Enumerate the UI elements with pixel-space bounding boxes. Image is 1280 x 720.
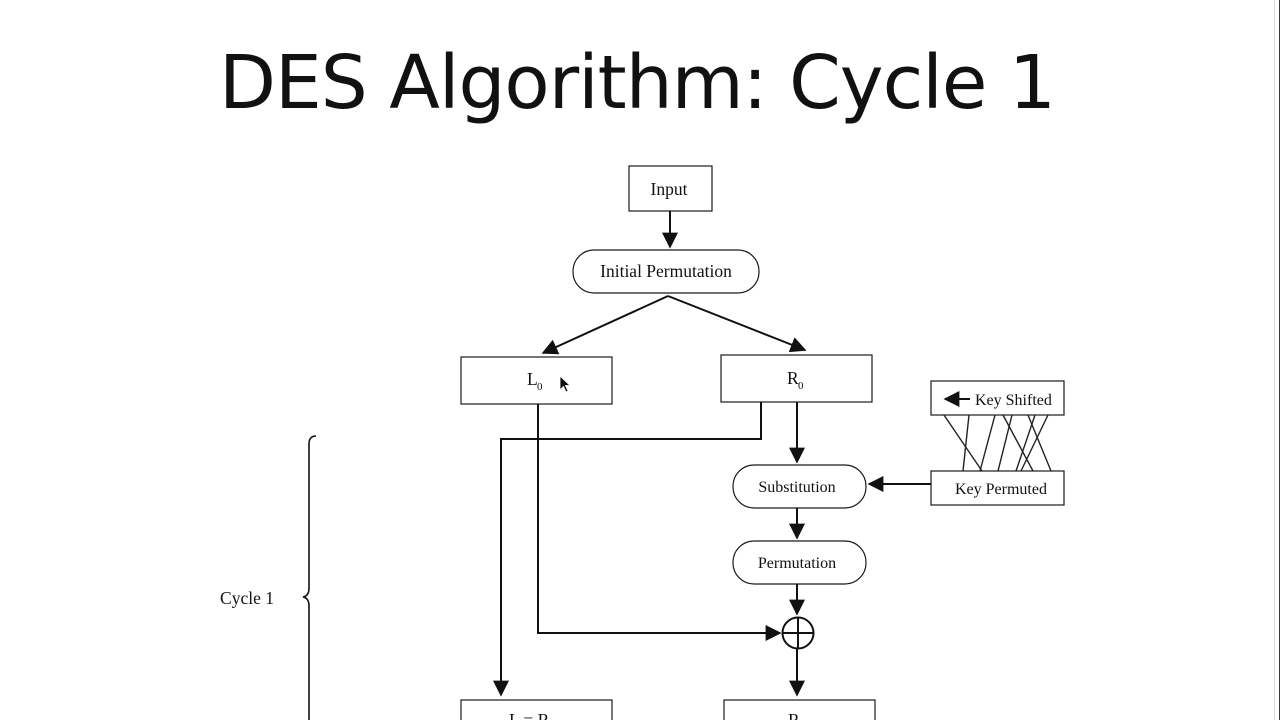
permutation-node: Permutation [732,540,867,585]
r0-letter: R [787,368,799,388]
l0-node: L 0 [460,356,613,405]
key-permuted-label: Key Permuted [955,481,1047,498]
cycle-brace [302,435,317,720]
initial-permutation-label: Initial Permutation [600,261,732,281]
key-permuted-node: Key Permuted [930,470,1065,506]
input-node: Input [628,165,713,212]
substitution-label: Substitution [758,479,835,496]
l0-letter: L [527,369,538,389]
l1-label: L = R [509,710,550,720]
permutation-label: Permutation [758,555,836,572]
key-shifted-label: Key Shifted [975,392,1052,409]
key-shifted-node: Key Shifted [930,380,1065,416]
r1-node: R [723,699,876,720]
r0-node: R 0 [720,354,873,403]
window-edge [1274,0,1280,720]
key-crossover-lines [943,414,1052,472]
r0-index: 0 [798,380,804,392]
arrow-l0-to-xor [537,404,782,641]
l1-node: L = R [460,699,613,720]
arrow-r0-to-l1 [493,402,762,697]
initial-permutation-node: Initial Permutation [572,249,760,294]
arrow-ip-to-r0 [667,295,807,353]
input-label: Input [651,179,688,199]
l0-index: 0 [537,381,543,393]
slide-title: DES Algorithm: Cycle 1 [219,40,1056,126]
substitution-node: Substitution [732,464,867,509]
mouse-cursor-icon [559,375,572,393]
arrow-ip-to-l0 [541,295,669,355]
cycle-label: Cycle 1 [220,588,274,608]
xor-icon [781,616,815,650]
r1-label: R [788,710,800,720]
